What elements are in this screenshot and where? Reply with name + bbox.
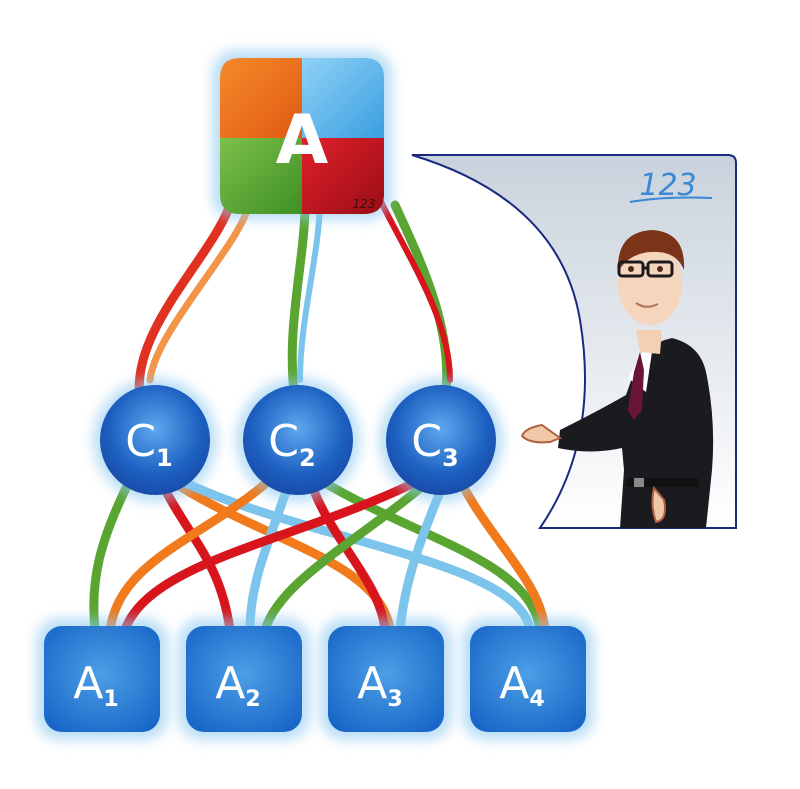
bottom-node-a3-main: A (357, 658, 387, 709)
panel-logo: 123 (629, 168, 713, 203)
circle-node-c2-main: C (268, 416, 299, 467)
svg-text:A4: A4 (499, 658, 544, 712)
bottom-node-a4-main: A (499, 658, 529, 709)
bottom-node-a2-main: A (215, 658, 245, 709)
bottom-node-a4-sub: 4 (529, 687, 544, 712)
circle-node-c3: C3 (379, 378, 503, 502)
svg-text:A2: A2 (215, 658, 260, 712)
presenter-neck (636, 330, 662, 354)
bottom-node-a1: A1 (36, 618, 168, 740)
presenter-figure (520, 230, 714, 528)
svg-text:A3: A3 (357, 658, 402, 712)
bottom-node-a2: A2 (178, 618, 310, 740)
circle-node-c2-sub: 2 (299, 444, 316, 472)
svg-text:C1: C1 (125, 416, 172, 472)
presenter-hair (617, 230, 685, 272)
bottom-node-a2-sub: 2 (245, 687, 260, 712)
bottom-node-a3-sub: 3 (387, 687, 402, 712)
circle-node-c1-sub: 1 (156, 444, 173, 472)
bottom-node-a1-main: A (73, 658, 103, 709)
presenter-panel: 123 (411, 154, 737, 529)
circle-node-c1-main: C (125, 416, 156, 467)
top-node-watermark: 123 (353, 197, 376, 211)
top-node-a: A 123 (212, 50, 392, 220)
circle-node-c2: C2 (236, 378, 360, 502)
svg-text:A1: A1 (73, 658, 118, 712)
svg-text:C3: C3 (411, 416, 458, 472)
circle-node-c3-main: C (411, 416, 442, 467)
bottom-node-a1-sub: 1 (103, 687, 118, 712)
top-node-label: A (276, 101, 329, 180)
svg-text:C2: C2 (268, 416, 315, 472)
bottom-node-a4: A4 (462, 618, 594, 740)
circle-node-c3-sub: 3 (442, 444, 459, 472)
connector-lines (89, 196, 550, 635)
bottom-node-a3: A3 (320, 618, 452, 740)
circle-node-c1: C1 (93, 378, 217, 502)
